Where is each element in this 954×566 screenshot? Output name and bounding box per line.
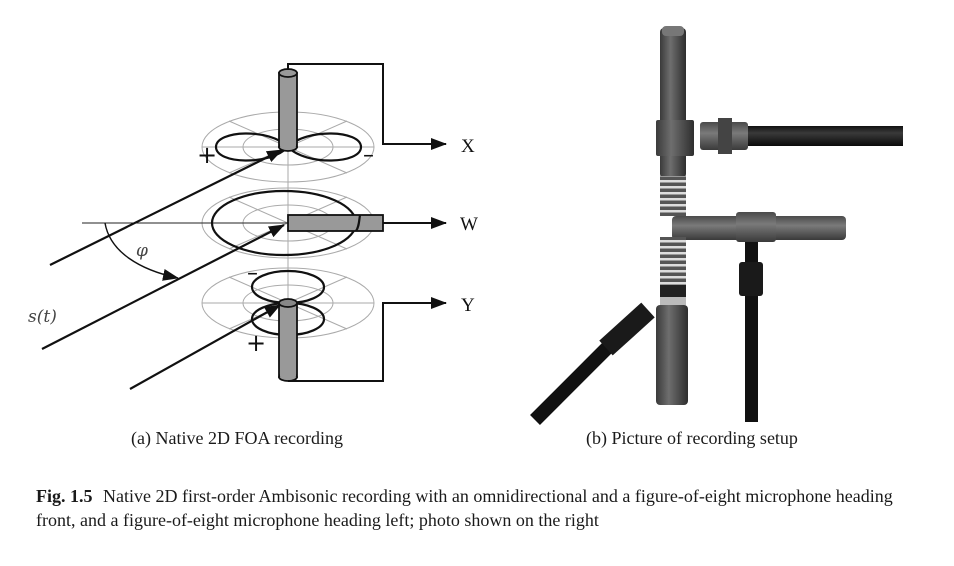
- foa-recording-diagram: + – X W – + Y φ s(t): [28, 63, 478, 390]
- y-microphone: [278, 298, 298, 382]
- right-boom-arm: [743, 126, 903, 146]
- incident-ray-2: [41, 224, 285, 350]
- figure-caption: Fig. 1.5 Native 2D first-order Ambisonic…: [36, 484, 936, 532]
- x-output-wire: [287, 63, 447, 150]
- incident-ray-1: [49, 149, 283, 266]
- bottom-vertical-microphone: [656, 305, 688, 405]
- x-channel-label: X: [461, 136, 475, 157]
- subfigure-a-caption: (a) Native 2D FOA recording: [131, 428, 343, 448]
- y-minus-sign: –: [247, 261, 258, 286]
- y-output-wire: [288, 297, 447, 382]
- figure-caption-text: Native 2D first-order Ambisonic recordin…: [36, 486, 893, 530]
- incident-ray-3: [129, 304, 281, 390]
- y-channel-label: Y: [461, 295, 475, 316]
- angle-arc: [104, 222, 179, 281]
- x-microphone: [278, 68, 298, 152]
- w-microphone: [287, 214, 384, 232]
- angle-phi-label: φ: [136, 241, 148, 261]
- subfigure-b-caption: (b) Picture of recording setup: [586, 428, 798, 448]
- y-plus-sign: +: [246, 329, 266, 357]
- angled-boom-arm: [530, 330, 625, 425]
- x-plus-sign: +: [197, 141, 217, 169]
- signal-label: s(t): [28, 307, 57, 327]
- x-minus-sign: –: [363, 143, 374, 168]
- w-channel-label: W: [460, 214, 478, 235]
- figure-number: Fig. 1.5: [36, 486, 93, 506]
- recording-setup-photo: [530, 26, 903, 425]
